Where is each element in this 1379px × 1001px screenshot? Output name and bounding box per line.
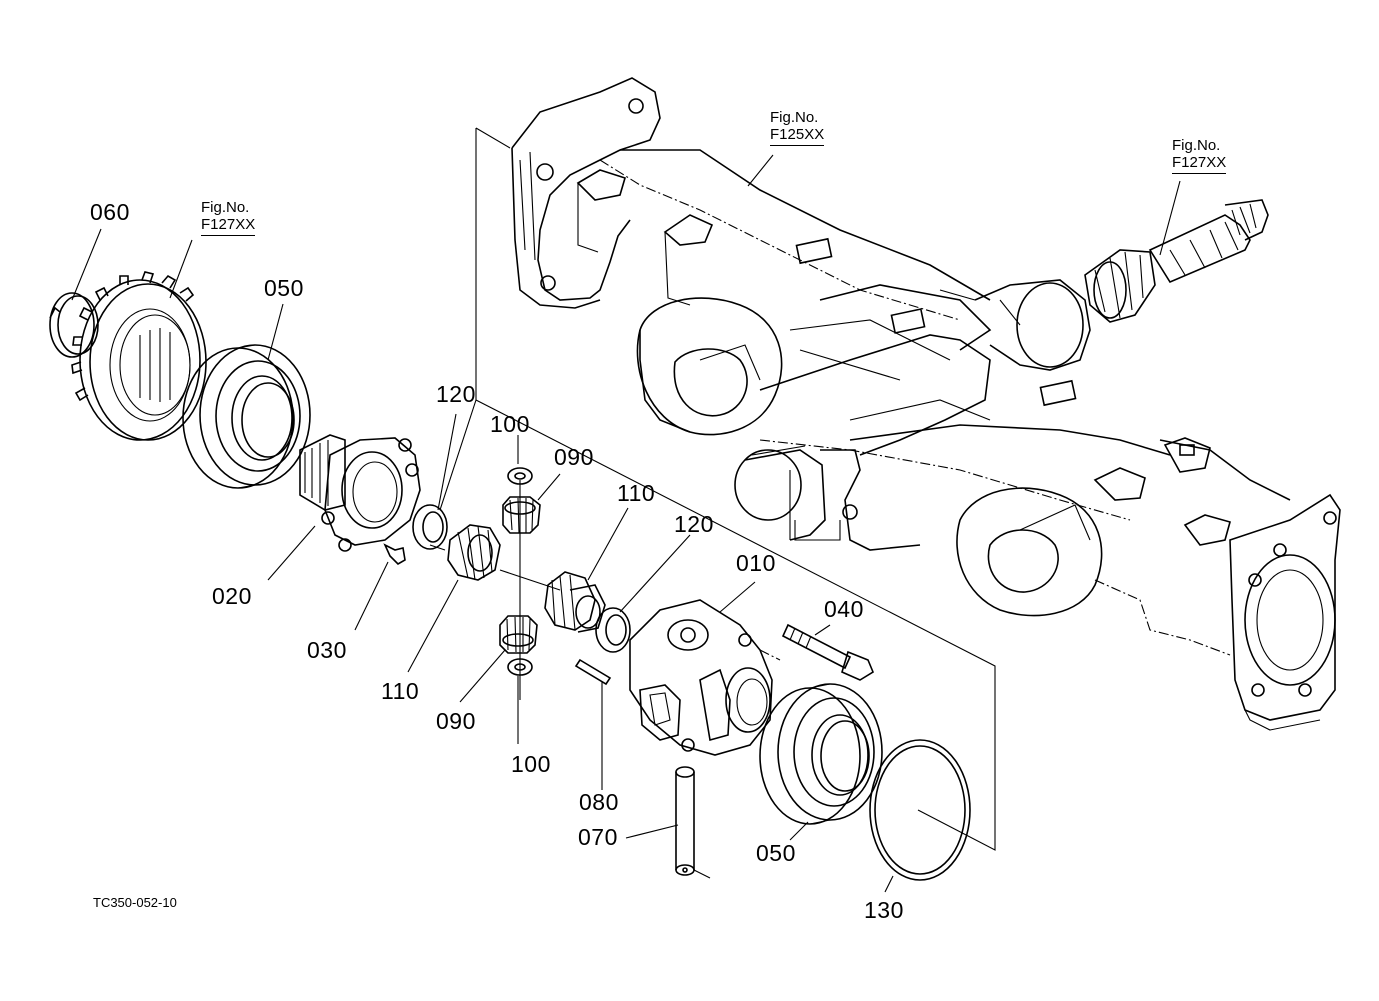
fig-ref-label: Fig.No. [770,109,819,126]
part-number-070: 070 [578,824,618,850]
fig-ref-ring-gear: Fig.No. F127XX [201,199,256,236]
housing-reference-frame [439,127,996,851]
part-number-060: 060 [90,199,130,225]
side-gear-110-right [544,571,606,633]
part-number-100-bottom: 100 [511,751,551,777]
fig-ref-pinion: Fig.No. F127XX [1172,137,1227,174]
part-number-110-right: 110 [617,480,656,506]
washer-120-right [595,607,631,653]
snap-ring-060 [49,292,99,358]
seal-ring-130 [869,739,971,881]
drawing-id: TC350-052-10 [93,895,177,910]
part-number-100-top: 100 [490,411,530,437]
gear-axis-line [429,480,561,700]
ring-gear [71,271,207,441]
axle-housing [511,77,1341,731]
part-number-120-right: 120 [674,511,714,537]
part-number-040: 040 [824,596,864,622]
fig-ref-label: Fig.No. [1172,137,1221,154]
pin-080 [574,658,612,686]
part-number-010: 010 [736,550,776,576]
bearing-050-right [759,683,883,825]
pinion-090-bottom [499,615,538,654]
fig-ref-code: F127XX [1172,154,1227,174]
part-number-050-left: 050 [264,275,304,301]
part-number-050-right: 050 [756,840,796,866]
diff-carrier-020 [299,434,421,565]
thrust-washer-100-bottom [507,658,533,676]
fig-ref-label: Fig.No. [201,199,250,216]
diff-case-010 [629,599,773,756]
fig-ref-housing: Fig.No. F125XX [770,109,825,146]
thrust-washer-100-top [507,467,533,485]
part-number-130: 130 [864,897,904,923]
shaft-070 [675,766,711,879]
part-number-080: 080 [579,789,619,815]
side-gear-110-left [447,524,501,581]
bolt-axis-line [759,649,781,661]
part-number-090-top: 090 [554,444,594,470]
part-number-020: 020 [212,583,252,609]
leader-lines [71,154,1181,893]
pinion-shaft [1084,199,1269,323]
part-number-090-bottom: 090 [436,708,476,734]
part-number-110-left: 110 [381,678,420,704]
part-number-120-left: 120 [436,381,476,407]
fig-ref-code: F125XX [770,126,825,146]
bearing-050-left [182,344,311,489]
bolt-040 [781,623,875,681]
pinion-090-top [502,496,541,534]
washer-120-left [412,504,448,550]
part-number-030: 030 [307,637,347,663]
fig-ref-code: F127XX [201,216,256,236]
